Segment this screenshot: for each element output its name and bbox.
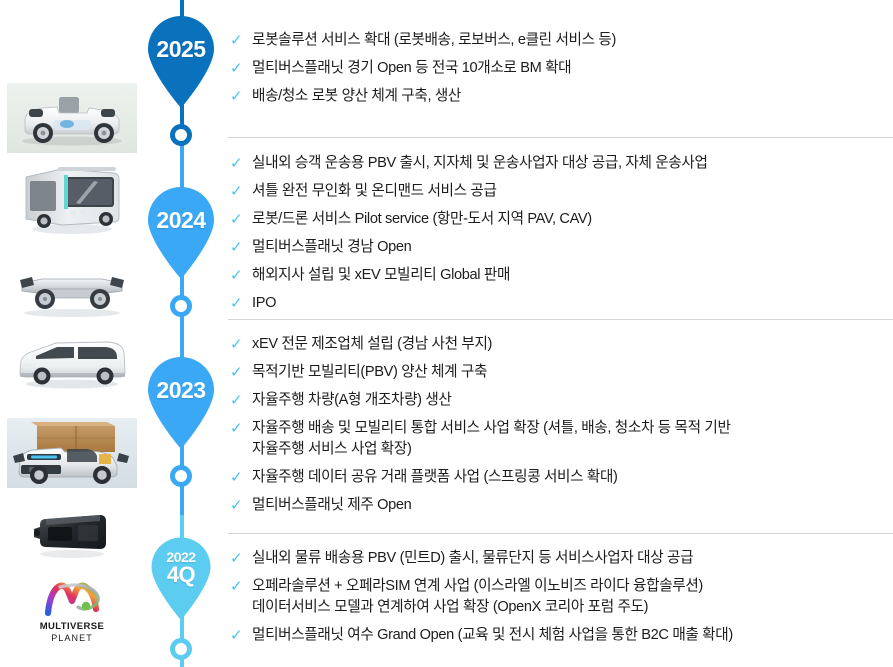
multiverse-planet-logo — [44, 582, 100, 616]
roadmap-section-2022-4q: ✓ 실내외 물류 배송용 PBV (민트D) 출시, 물류단지 등 서비스사업자… — [228, 548, 893, 653]
map-pin-icon — [148, 187, 214, 279]
roadmap-item-text: 목적기반 모빌리티(PBV) 양산 체계 구축 — [252, 364, 488, 380]
roadmap-item: ✓ 해외지사 설립 및 xEV 모빌리티 Global 판매 — [228, 265, 893, 286]
roadmap-item: ✓ 셔틀 완전 무인화 및 온디맨드 서비스 공급 — [228, 181, 893, 202]
roadmap-item-text: 자율주행 배송 및 모빌리티 통합 서비스 사업 확장 (셔틀, 배송, 청소차… — [252, 420, 731, 457]
roadmap-item: ✓ 실내외 승객 운송용 PBV 출시, 지자체 및 운송사업자 대상 공급, … — [228, 153, 893, 174]
gallery-item-skateboard-platform — [6, 268, 138, 322]
timeline-node-2022 — [170, 638, 192, 660]
roadmap-item: ✓ 자율주행 차량(A형 개조차량) 생산 — [228, 390, 893, 411]
check-icon: ✓ — [230, 155, 243, 172]
roadmap-item-text: xEV 전문 제조업체 설립 (경남 사천 부지) — [252, 336, 493, 352]
roadmap-item-text: 셔틀 완전 무인화 및 온디맨드 서비스 공급 — [252, 183, 497, 199]
logo-line1: MULTIVERSE — [39, 620, 105, 632]
roadmap-item: ✓ 오페라솔루션 + 오페라SIM 연계 사업 (이스라엘 이노비즈 라이다 융… — [228, 576, 893, 618]
check-icon: ✓ — [230, 336, 243, 353]
gallery-item-lidar-module — [6, 506, 138, 562]
gallery-item-shuttle-bus — [6, 156, 138, 238]
roadmap-section-2024: ✓ 실내외 승객 운송용 PBV 출시, 지자체 및 운송사업자 대상 공급, … — [228, 153, 893, 321]
section-divider — [228, 137, 893, 138]
check-icon: ✓ — [230, 627, 243, 644]
timeline-pin-2025[interactable]: 2025 — [144, 12, 218, 108]
roadmap-item: ✓ 멀티버스플래닛 경기 Open 등 전국 10개소로 BM 확대 — [228, 58, 893, 79]
roadmap-item-text: 실내외 승객 운송용 PBV 출시, 지자체 및 운송사업자 대상 공급, 자체… — [252, 155, 708, 171]
check-icon: ✓ — [230, 497, 243, 514]
check-icon: ✓ — [230, 420, 243, 437]
timeline-node-2023 — [170, 465, 192, 487]
timeline-pin-2024[interactable]: 2024 — [144, 183, 218, 279]
check-icon: ✓ — [230, 88, 243, 105]
check-icon: ✓ — [230, 469, 243, 486]
logo-line2: PLANET — [51, 632, 93, 643]
check-icon: ✓ — [230, 392, 243, 409]
roadmap-item-text: 실내외 물류 배송용 PBV (민트D) 출시, 물류단지 등 서비스사업자 대… — [252, 550, 694, 566]
roadmap-item: ✓ 자율주행 데이터 공유 거래 플랫폼 사업 (스프링콩 서비스 확대) — [228, 467, 893, 488]
check-icon: ✓ — [230, 550, 243, 567]
roadmap-item-text: 해외지사 설립 및 xEV 모빌리티 Global 판매 — [252, 267, 511, 283]
roadmap-item-text: 멀티버스플래닛 여수 Grand Open (교육 및 전시 체험 사업을 통한… — [252, 627, 733, 643]
white-van-photo — [19, 341, 126, 389]
timeline-node-2024 — [170, 295, 192, 317]
timeline-pin-2023[interactable]: 2023 — [144, 353, 218, 449]
roadmap-item: ✓ 자율주행 배송 및 모빌리티 통합 서비스 사업 확장 (셔틀, 배송, 청… — [228, 418, 893, 460]
roadmap-item-text: 멀티버스플래닛 경남 Open — [252, 239, 412, 255]
gallery-item-roadster-chassis — [6, 82, 138, 154]
check-icon: ✓ — [230, 32, 243, 49]
roadmap-item-text: 멀티버스플래닛 제주 Open — [252, 497, 412, 513]
roadmap-item-text: 멀티버스플래닛 경기 Open 등 전국 10개소로 BM 확대 — [252, 60, 572, 76]
roadmap-item: ✓ xEV 전문 제조업체 설립 (경남 사천 부지) — [228, 334, 893, 355]
check-icon: ✓ — [230, 239, 243, 256]
image-gallery-column: MULTIVERSE PLANET — [0, 0, 142, 667]
delivery-pbv-cargo-photo — [7, 418, 137, 488]
check-icon: ✓ — [230, 183, 243, 200]
map-pin-icon — [148, 357, 214, 449]
check-icon: ✓ — [230, 295, 243, 312]
roadmap-item-text: 로봇솔루션 서비스 확대 (로봇배송, 로보버스, e클린 서비스 등) — [252, 32, 616, 48]
roadmap-item-text: 오페라솔루션 + 오페라SIM 연계 사업 (이스라엘 이노비즈 라이다 융합솔… — [252, 578, 703, 615]
roadmap-item: ✓ 멀티버스플래닛 경남 Open — [228, 237, 893, 258]
roadmap-item-text: 자율주행 데이터 공유 거래 플랫폼 사업 (스프링콩 서비스 확대) — [252, 469, 618, 485]
roadmap-item: ✓ 로봇솔루션 서비스 확대 (로봇배송, 로보버스, e클린 서비스 등) — [228, 30, 893, 51]
roadmap-section-2025: ✓ 로봇솔루션 서비스 확대 (로봇배송, 로보버스, e클린 서비스 등) ✓… — [228, 30, 893, 114]
roadster-chassis-photo — [7, 83, 137, 153]
roadmap-section-2023: ✓ xEV 전문 제조업체 설립 (경남 사천 부지) ✓ 목적기반 모빌리티(… — [228, 334, 893, 523]
check-icon: ✓ — [230, 60, 243, 77]
map-pin-icon — [148, 16, 214, 108]
roadmap-item-text: 배송/청소 로봇 양산 체계 구축, 생산 — [252, 88, 462, 104]
lidar-module-photo — [34, 515, 106, 558]
roadmap-item-text: 로봇/드론 서비스 Pilot service (항만-도서 지역 PAV, C… — [252, 211, 592, 227]
roadmap-item: ✓ 멀티버스플래닛 여수 Grand Open (교육 및 전시 체험 사업을 … — [228, 625, 893, 646]
roadmap-item-text: IPO — [252, 295, 277, 311]
roadmap-item-text: 자율주행 차량(A형 개조차량) 생산 — [252, 392, 452, 408]
roadmap-item: ✓ 멀티버스플래닛 제주 Open — [228, 495, 893, 516]
autonomous-shuttle-bus-photo — [25, 167, 120, 234]
gallery-item-delivery-pbv — [6, 417, 138, 489]
check-icon: ✓ — [230, 267, 243, 284]
roadmap-content: ✓ 로봇솔루션 서비스 확대 (로봇배송, 로보버스, e클린 서비스 등) ✓… — [228, 0, 893, 667]
roadmap-item: ✓ 실내외 물류 배송용 PBV (민트D) 출시, 물류단지 등 서비스사업자… — [228, 548, 893, 569]
roadmap-item: ✓ IPO — [228, 293, 893, 314]
roadmap-item: ✓ 목적기반 모빌리티(PBV) 양산 체계 구축 — [228, 362, 893, 383]
roadmap-item: ✓ 로봇/드론 서비스 Pilot service (항만-도서 지역 PAV,… — [228, 209, 893, 230]
check-icon: ✓ — [230, 364, 243, 381]
section-divider — [228, 533, 893, 534]
roadmap-item: ✓ 배송/청소 로봇 양산 체계 구축, 생산 — [228, 86, 893, 107]
section-divider — [228, 319, 893, 320]
gallery-item-logo: MULTIVERSE PLANET — [6, 578, 138, 644]
timeline-pin-2022-4q[interactable]: 2022 4Q — [148, 534, 214, 620]
check-icon: ✓ — [230, 211, 243, 228]
timeline-node-2025 — [170, 124, 192, 146]
check-icon: ✓ — [230, 578, 243, 595]
skateboard-platform-photo — [20, 277, 124, 317]
gallery-item-white-van — [6, 330, 138, 396]
map-pin-icon — [151, 537, 211, 620]
